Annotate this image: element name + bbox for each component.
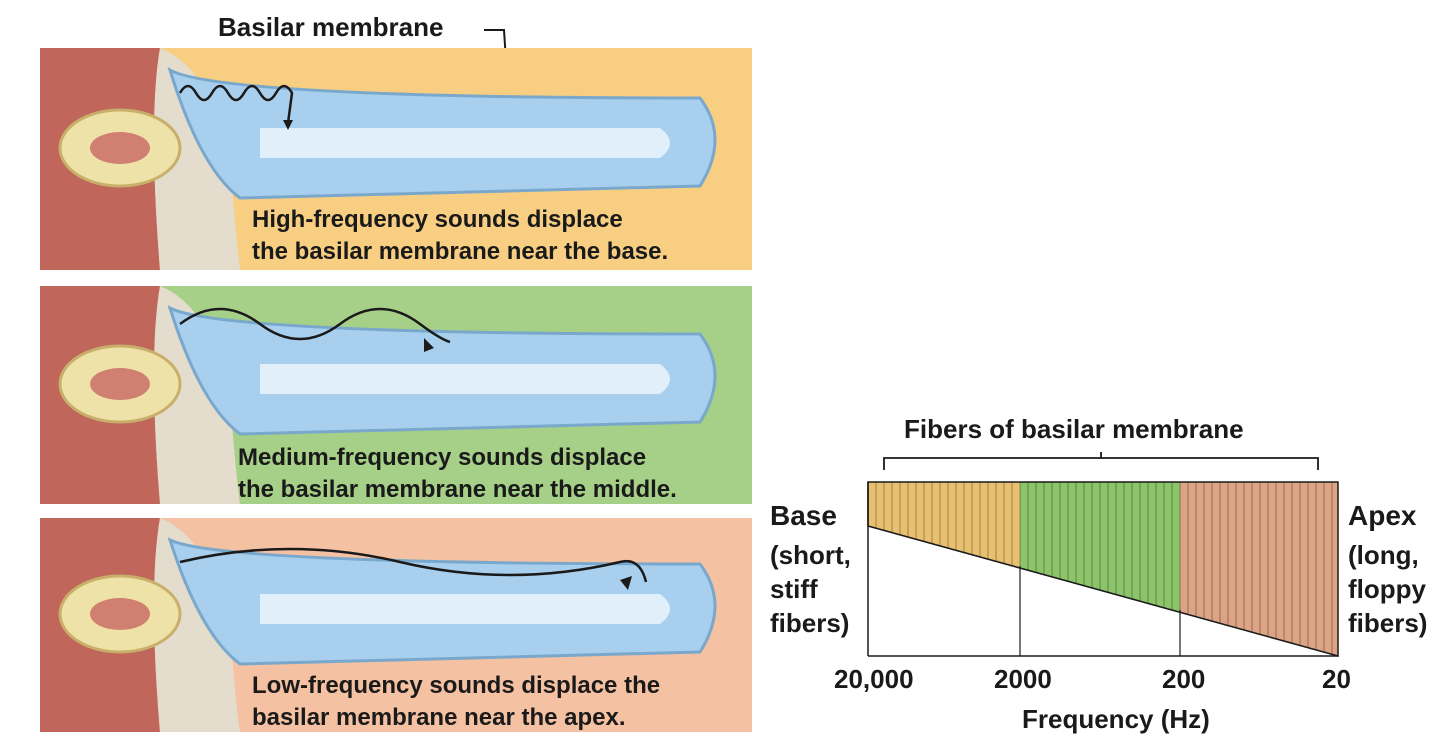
tick-label-2000: 2000: [994, 664, 1052, 694]
apex-desc-line2: floppy: [1348, 574, 1426, 604]
caption-medium-line2: the basilar membrane near the middle.: [238, 476, 677, 503]
base-desc-line2: stiff: [770, 574, 818, 604]
fibers-title: Fibers of basilar membrane: [904, 414, 1244, 444]
panel-medium-frequency: Medium-frequency sounds displace the bas…: [40, 286, 752, 504]
caption-low-line2: basilar membrane near the apex.: [252, 704, 626, 731]
caption-low-line1: Low-frequency sounds displace the: [252, 672, 661, 699]
caption-medium-line1: Medium-frequency sounds displace: [238, 444, 647, 471]
apex-desc-line1: (long,: [1348, 540, 1419, 570]
apex-label: Apex: [1348, 500, 1417, 531]
panel-high-frequency: High-frequency sounds displace the basil…: [40, 48, 752, 270]
wave-arrow-high: [178, 84, 294, 124]
tick-label-20000: 20,000: [834, 664, 914, 694]
x-axis-label: Frequency (Hz): [1022, 704, 1210, 734]
wave-arrow-low: [179, 547, 648, 583]
base-label: Base: [770, 500, 837, 531]
basilar-membrane-label: Basilar membrane: [218, 12, 444, 42]
cochlea-low-illustration: [40, 518, 752, 732]
apex-desc-line3: fibers): [1348, 608, 1428, 638]
wave-arrow-medium: [179, 307, 451, 344]
cochlea-high-illustration: [40, 48, 752, 270]
panel-low-frequency: Low-frequency sounds displace the basila…: [40, 518, 752, 732]
tick-label-200: 200: [1162, 664, 1206, 694]
cochlea-medium-illustration: [40, 286, 752, 504]
base-desc-line1: (short,: [770, 540, 851, 570]
caption-high-line2: the basilar membrane near the base.: [252, 238, 669, 265]
base-desc-line3: fibers): [770, 608, 850, 638]
caption-high-line1: High-frequency sounds displace: [252, 206, 623, 233]
tick-label-20: 20: [1322, 664, 1351, 694]
